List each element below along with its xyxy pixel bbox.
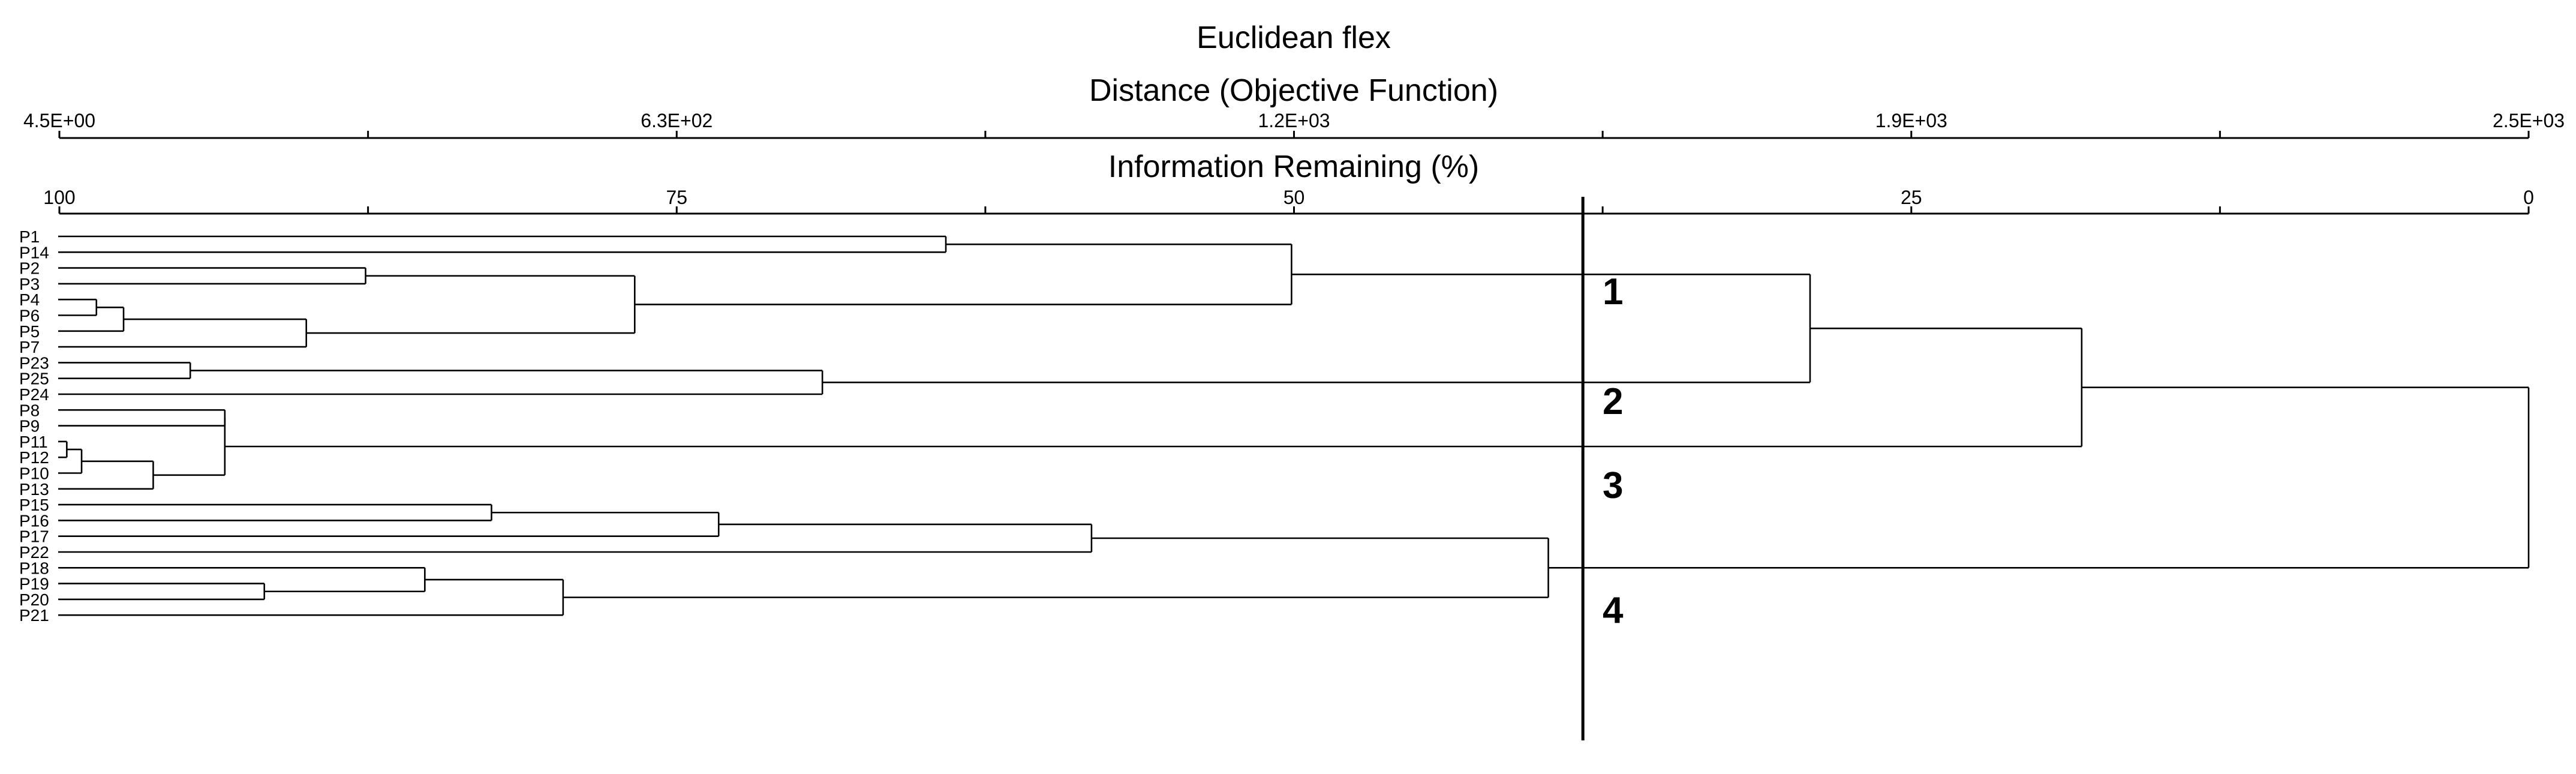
info-tick-label: 75: [666, 187, 687, 208]
cluster-label-4: 4: [1603, 590, 1624, 631]
info-tick-label: 25: [1901, 187, 1922, 208]
leaf-label-p5: P5: [19, 322, 40, 341]
leaf-label-p1: P1: [19, 227, 40, 246]
leaf-label-p25: P25: [19, 370, 49, 388]
chart-title: Euclidean flex: [1197, 20, 1391, 55]
leaf-label-p23: P23: [19, 353, 49, 372]
leaf-labels: P1P14P2P3P4P6P5P7P23P25P24P8P9P11P12P10P…: [19, 227, 49, 625]
leaf-label-p16: P16: [19, 511, 49, 530]
leaf-label-p2: P2: [19, 259, 40, 278]
leaf-label-p15: P15: [19, 496, 49, 514]
leaf-label-p12: P12: [19, 448, 49, 467]
leaf-label-p10: P10: [19, 464, 49, 483]
leaf-label-p11: P11: [19, 433, 48, 451]
distance-tick-label: 2.5E+03: [2493, 110, 2565, 131]
distance-axis-tick-labels: 4.5E+00 6.3E+02 1.2E+03 1.9E+03 2.5E+03: [23, 110, 2565, 131]
distance-tick-label: 4.5E+00: [23, 110, 95, 131]
leaf-label-p19: P19: [19, 575, 49, 593]
distance-axis-ticks: [58, 131, 2530, 138]
info-axis-label: Information Remaining (%): [1108, 149, 1479, 184]
leaf-label-p21: P21: [19, 606, 49, 625]
leaf-label-p18: P18: [19, 559, 49, 577]
leaf-label-p20: P20: [19, 590, 49, 609]
leaf-label-p8: P8: [19, 401, 40, 419]
leaf-label-p4: P4: [19, 290, 40, 309]
distance-tick-label: 1.9E+03: [1875, 110, 1947, 131]
info-tick-label: 100: [43, 187, 75, 208]
distance-tick-label: 6.3E+02: [641, 110, 713, 131]
cluster-label-1: 1: [1603, 271, 1623, 313]
leaf-label-p3: P3: [19, 275, 40, 293]
leaf-label-p6: P6: [19, 307, 40, 325]
info-axis-ticks: [58, 206, 2530, 214]
info-axis-tick-labels: 100 75 50 25 0: [43, 187, 2534, 208]
leaf-label-p22: P22: [19, 543, 49, 562]
leaf-label-p24: P24: [19, 385, 49, 404]
cluster-label-2: 2: [1603, 381, 1623, 422]
info-tick-label: 0: [2523, 187, 2534, 208]
cluster-label-3: 3: [1603, 465, 1623, 506]
leaf-label-p7: P7: [19, 338, 40, 356]
leaf-label-p17: P17: [19, 527, 49, 546]
info-tick-label: 50: [1284, 187, 1305, 208]
dendrogram-tree: [58, 235, 2530, 616]
leaf-label-p14: P14: [19, 243, 49, 262]
distance-tick-label: 1.2E+03: [1258, 110, 1330, 131]
leaf-label-p13: P13: [19, 480, 49, 499]
distance-axis-label: Distance (Objective Function): [1089, 73, 1498, 108]
leaf-label-p9: P9: [19, 417, 40, 436]
